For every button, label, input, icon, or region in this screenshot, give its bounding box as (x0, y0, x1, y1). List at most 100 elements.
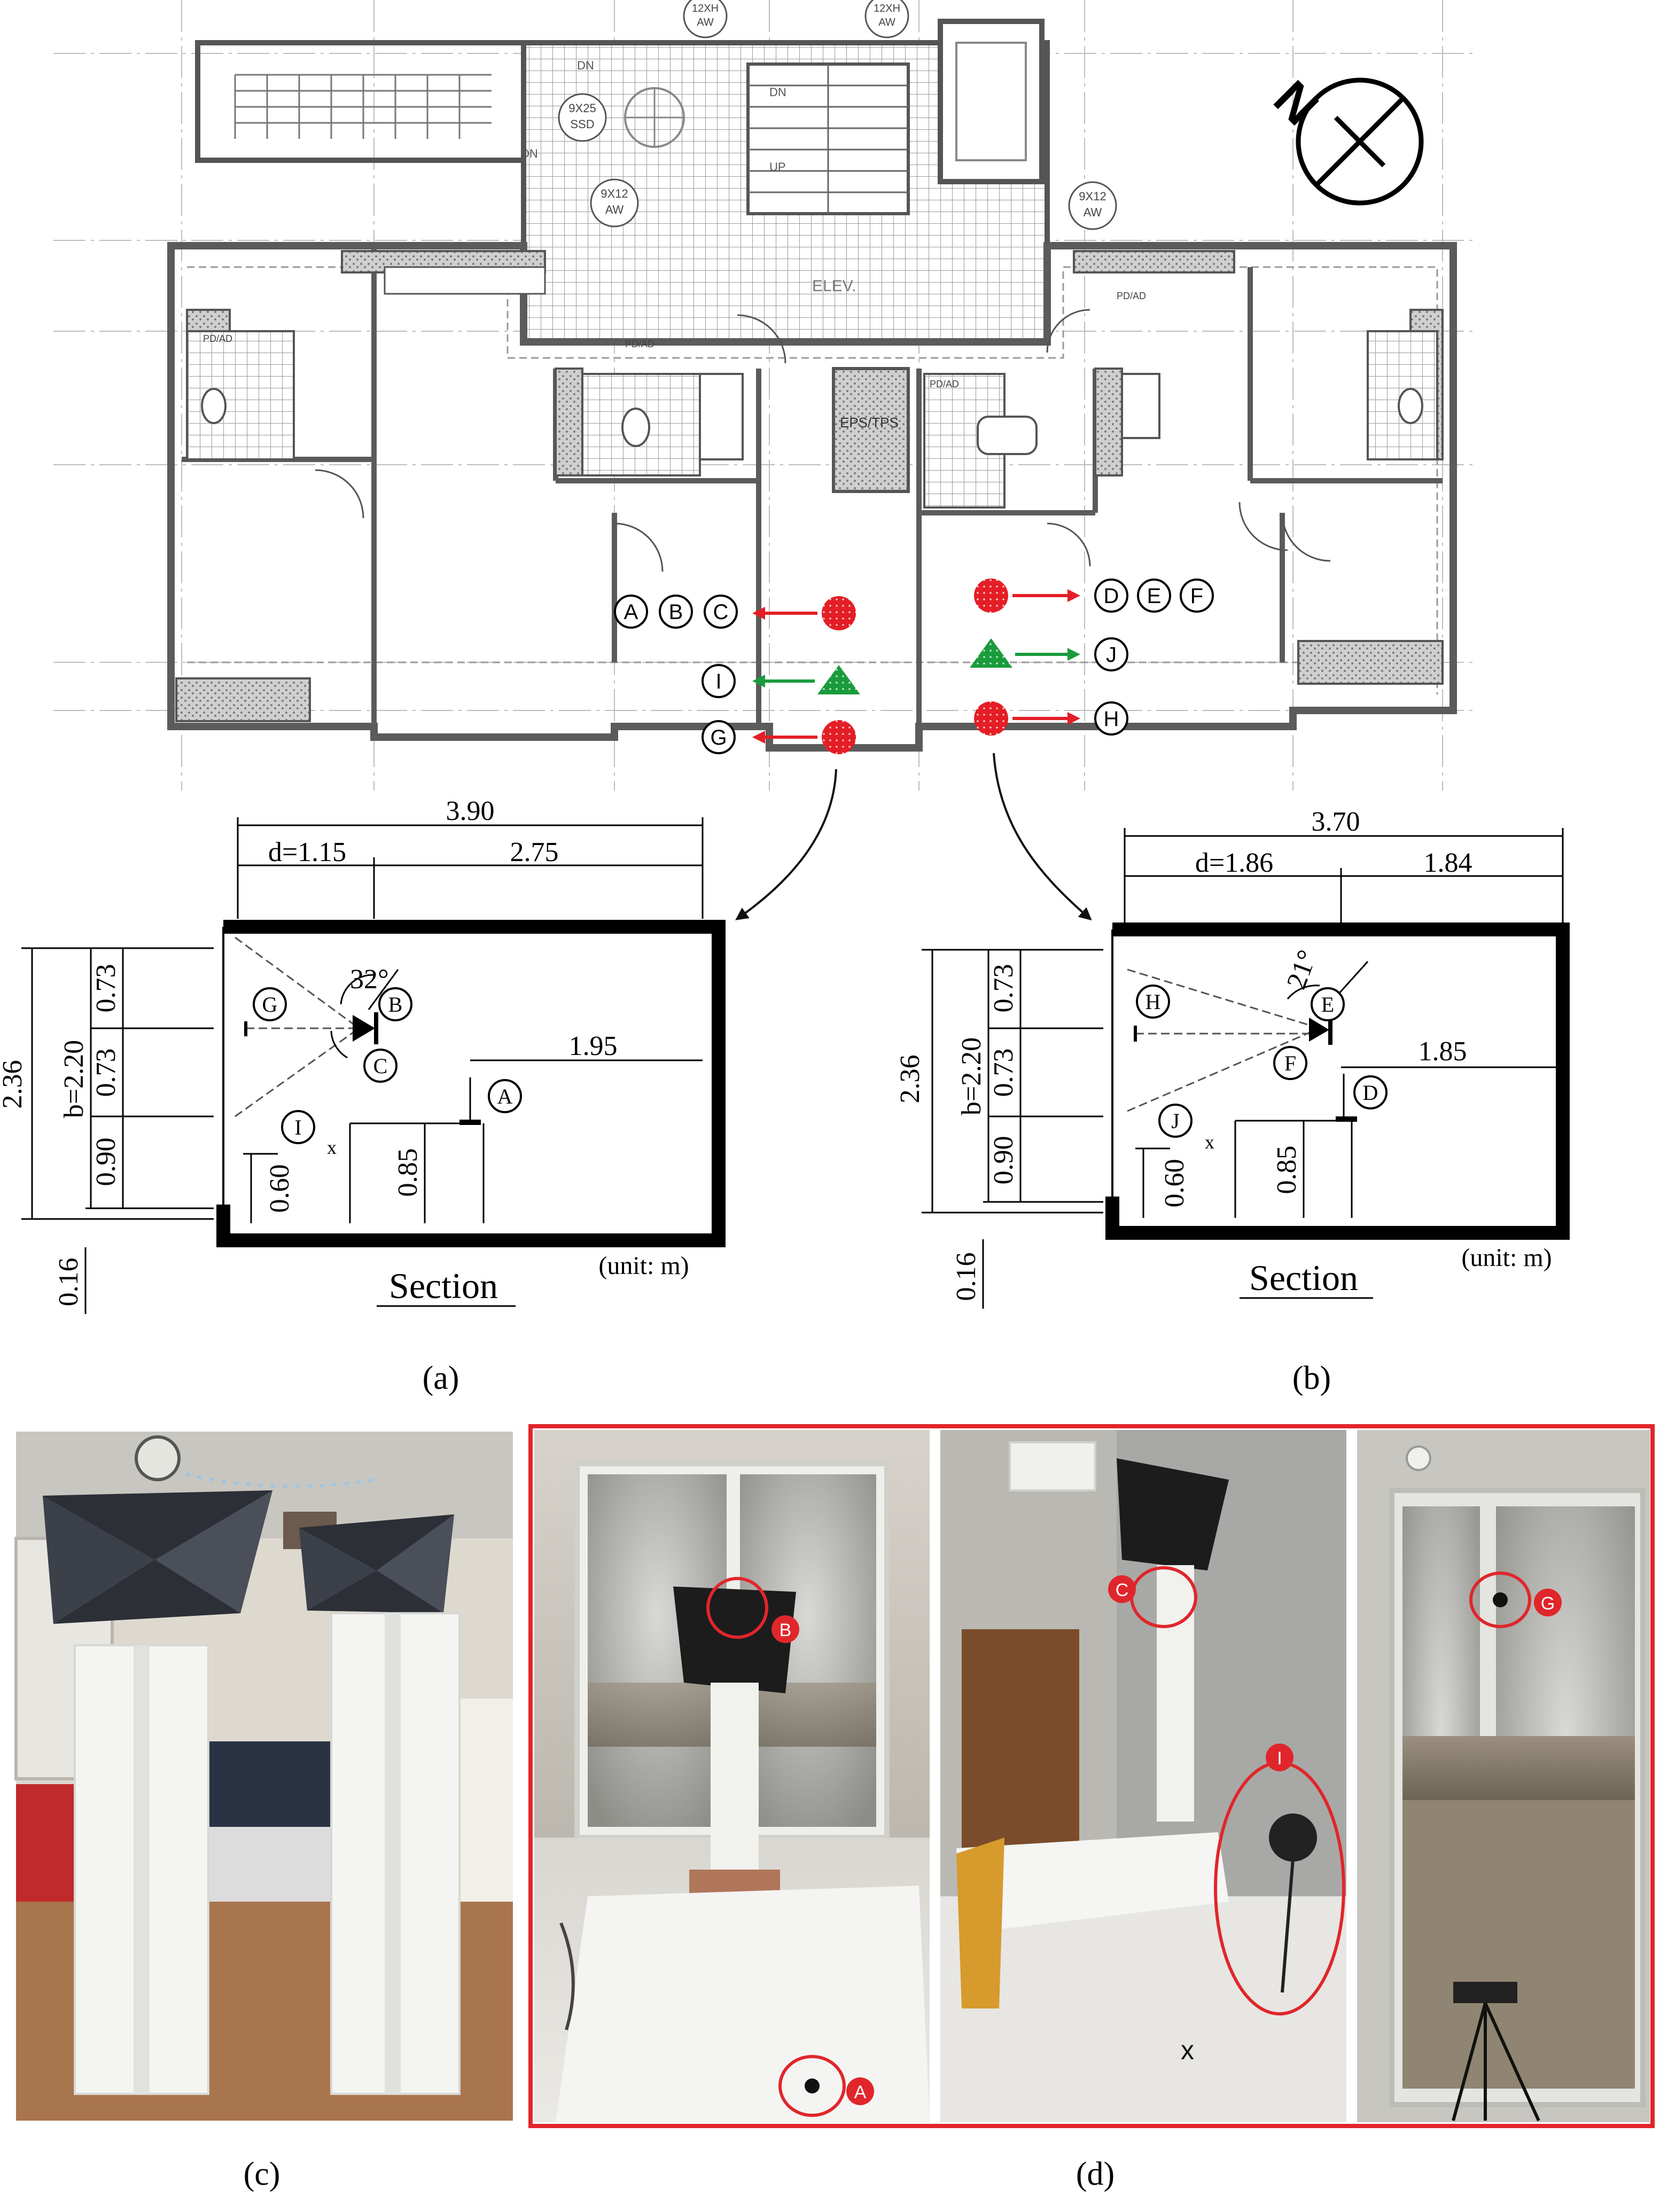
section-b-height: 2.36 (895, 1055, 925, 1104)
ceiling-camera (1406, 1445, 1431, 1471)
plan-label-i: I (715, 670, 721, 693)
section-a-label-g: G (262, 992, 278, 1017)
caption-d: (d) (1076, 2156, 1115, 2192)
section-a-label-c: C (373, 1054, 388, 1078)
dn-left-label: DN (521, 147, 538, 160)
section-b-rest: 1.84 (1424, 848, 1472, 878)
photo-x-mark: x (1181, 2035, 1194, 2065)
section-b: 3.70 d=1.86 1.84 2.36 b=2.20 0.73 0.73 0… (895, 807, 1570, 1309)
svg-text:12XH: 12XH (874, 3, 900, 14)
section-b-seg2: 0.73 (988, 1049, 1019, 1097)
label-d-e-f: D E F (1094, 579, 1214, 613)
photo-d3-window-receiver: G (1357, 1430, 1650, 2122)
svg-text:PD/AD: PD/AD (203, 333, 232, 344)
measurement-markers (752, 579, 1080, 754)
section-b-bottom: 0.16 (951, 1253, 981, 1301)
label-a-b-c: A B C (614, 595, 738, 629)
section-a-total-width: 3.90 (446, 796, 495, 826)
eps-label: EPS/TPS (840, 415, 899, 431)
photo-label-i: I (1277, 1748, 1282, 1769)
section-a-dist: 1.95 (569, 1031, 618, 1061)
svg-text:AW: AW (697, 17, 714, 28)
plan-label-g: G (710, 726, 727, 749)
dn-top-label: DN (577, 59, 594, 72)
section-a-seg1: 0.73 (91, 964, 121, 1013)
photo-label-g: G (1541, 1593, 1555, 1614)
photo-label-a: A (854, 2082, 867, 2102)
section-b-d: d=1.86 (1195, 848, 1273, 878)
section-a-label-b: B (388, 992, 403, 1017)
section-b-title: Section (1249, 1257, 1358, 1298)
section-b-unit: (unit: m) (1461, 1244, 1552, 1272)
svg-text:AW: AW (1084, 206, 1102, 219)
section-a: 3.90 d=1.15 2.75 2.36 b=2.20 0.73 0.73 0… (0, 796, 726, 1314)
section-a-angle: 32° (350, 964, 389, 995)
table-d2 (956, 1832, 1229, 1934)
stair-treads (234, 74, 492, 139)
section-b-seg3: 0.90 (988, 1136, 1019, 1185)
section-b-label-d: D (1363, 1081, 1378, 1105)
svg-text:SSD: SSD (570, 118, 594, 131)
section-b-h-table: 0.85 (1272, 1146, 1302, 1194)
photo-d-frame (528, 1424, 1655, 2128)
section-b-x-mark: x (1205, 1131, 1214, 1153)
highlight-g (1469, 1572, 1531, 1628)
section-a-height: 2.36 (0, 1060, 28, 1109)
eps-tps-shaft (832, 367, 910, 493)
section-a-seg3: 0.90 (91, 1138, 121, 1186)
speaker-d2 (1117, 1458, 1229, 1570)
photo-c-sound-sources (14, 1432, 513, 2121)
section-a-title: Section (389, 1265, 498, 1306)
plan-label-h: H (1104, 707, 1119, 731)
svg-text:PD/AD: PD/AD (1117, 291, 1146, 301)
section-b-source (1309, 1018, 1329, 1042)
chair (956, 1838, 1004, 2008)
caption-a: (a) (423, 1360, 459, 1396)
photo-d1-room-a: B A (534, 1430, 930, 2122)
caption-b: (b) (1292, 1360, 1331, 1396)
plan-label-b: B (669, 600, 683, 624)
plan-label-a: A (624, 600, 638, 624)
svg-text:9X12: 9X12 (1079, 190, 1106, 203)
section-b-label-j: J (1171, 1109, 1180, 1133)
plan-label-f: F (1190, 584, 1203, 608)
section-a-d: d=1.15 (268, 837, 346, 867)
elev-label: ELEV. (812, 277, 856, 295)
window-tags: 9X25 SSD 9X12 AW 9X12 AW 12XH AW 12XH AW (558, 0, 1117, 230)
section-b-h-i: 0.60 (1159, 1159, 1190, 1208)
section-a-bottom: 0.16 (53, 1258, 84, 1307)
section-b-total-width: 3.70 (1312, 807, 1360, 837)
section-b-label-h: H (1145, 990, 1161, 1014)
toilet (621, 408, 650, 447)
section-b-b: b=2.20 (956, 1037, 987, 1115)
bathroom-left (186, 330, 295, 460)
section-a-rest: 2.75 (510, 837, 559, 867)
plan-label-j: J (1106, 643, 1117, 667)
svg-text:PD/AD: PD/AD (930, 379, 959, 389)
svg-text:9X25: 9X25 (568, 101, 596, 115)
section-b-label-e: E (1321, 992, 1334, 1017)
floor-plan: ELEV. EPS/TPS DN UP DN DN 9X25 SSD 9X12 … (53, 0, 1475, 921)
plan-label-c: C (713, 600, 729, 624)
red-object (16, 1784, 80, 1902)
svg-text:12XH: 12XH (692, 3, 719, 14)
section-a-b: b=2.20 (59, 1040, 89, 1118)
leader-arrow-a (735, 769, 837, 920)
section-b-seg1: 0.73 (988, 964, 1019, 1013)
section-a-h-i: 0.60 (264, 1164, 295, 1213)
section-b-dist: 1.85 (1419, 1036, 1467, 1067)
up-label: UP (769, 160, 786, 174)
table-d1 (556, 1886, 930, 2122)
section-a-x-mark: x (327, 1137, 337, 1158)
plan-point-labels: A B C D E F I J G H (614, 579, 1214, 754)
section-a-label-i: I (294, 1115, 301, 1139)
pd-ad-labels: PD/AD PD/AD PD/AD PD/AD (203, 291, 1146, 389)
section-a-label-a: A (497, 1084, 513, 1108)
photo-label-b: B (780, 1620, 792, 1640)
section-a-h-table: 0.85 (393, 1148, 423, 1197)
svg-text:9X12: 9X12 (601, 187, 628, 200)
section-a-seg2: 0.73 (91, 1049, 121, 1097)
north-arrow: N (1263, 70, 1424, 206)
bathtub (977, 416, 1038, 455)
